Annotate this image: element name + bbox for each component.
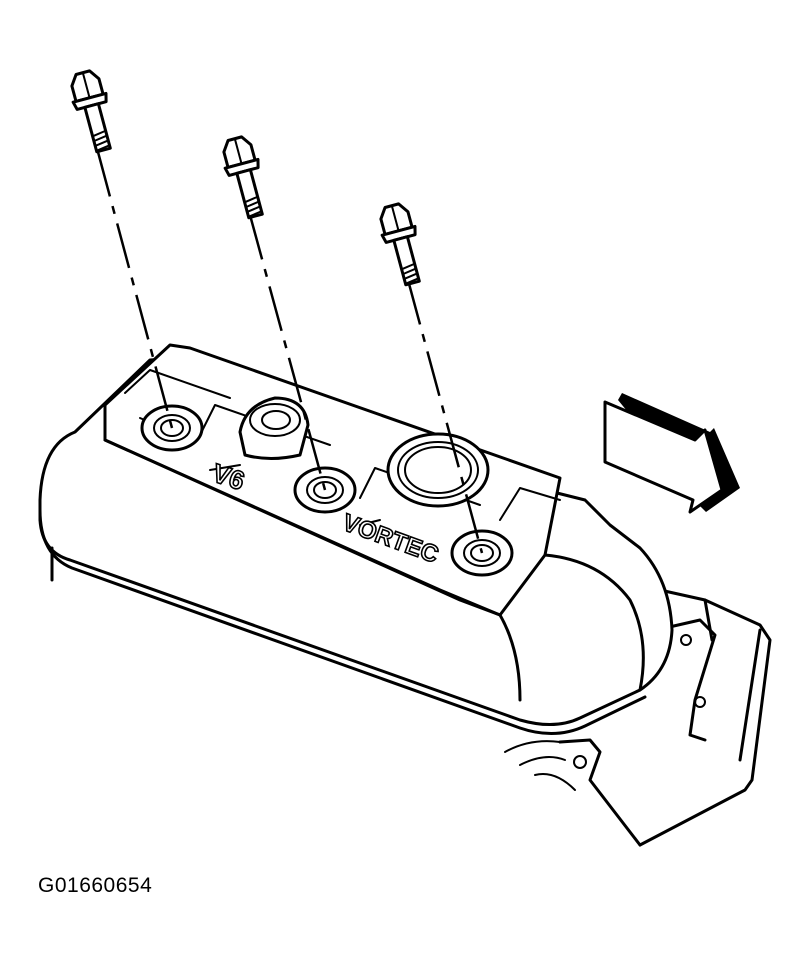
bolt-icon bbox=[222, 135, 264, 220]
bolt-icon bbox=[379, 202, 421, 287]
valve-cover: V6 VORTEC bbox=[38, 343, 674, 736]
breather-grommet bbox=[386, 432, 490, 508]
bolt-centerlines bbox=[96, 151, 484, 554]
bolt-icon bbox=[70, 69, 112, 154]
figure-id-label: G01660654 bbox=[38, 874, 153, 897]
cylinder-head-bracket bbox=[504, 588, 772, 847]
front-direction-arrow-icon bbox=[603, 393, 740, 514]
oil-filler-cap bbox=[238, 396, 310, 460]
